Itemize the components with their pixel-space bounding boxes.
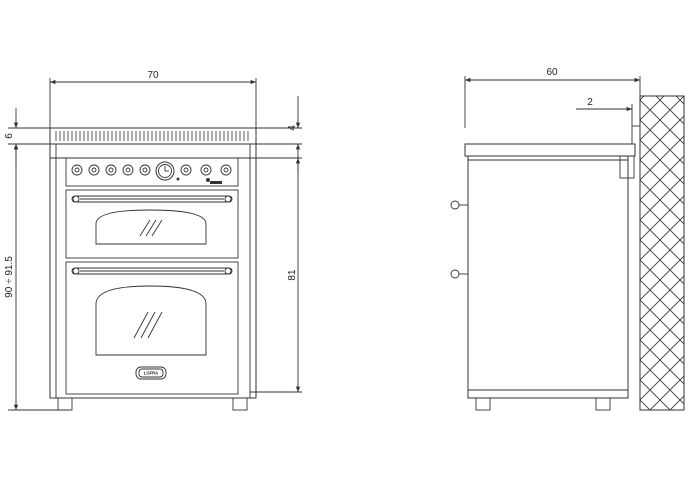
upper-oven-window — [95, 209, 207, 245]
side-body — [467, 155, 629, 399]
hob-top — [49, 127, 257, 145]
side-hob-top — [464, 143, 636, 157]
control-knobs — [71, 164, 232, 176]
side-handle-upper — [450, 200, 468, 210]
front-right-foot — [232, 397, 248, 411]
front-left-foot — [57, 397, 73, 411]
width-label: 70 — [147, 70, 159, 81]
side-handle-lower — [450, 269, 468, 279]
side-back-foot — [595, 397, 611, 411]
depth-label: 60 — [546, 67, 558, 78]
clock-icon — [155, 161, 175, 181]
hob-thickness-label: 4 — [287, 125, 298, 131]
wall — [639, 95, 685, 411]
lower-oven-door — [65, 261, 239, 395]
cooker-body — [49, 143, 257, 399]
side-view — [450, 76, 685, 411]
hob-vents — [55, 131, 249, 141]
total-height-label: 90 ÷ 91.5 — [4, 256, 15, 298]
body-height-label: 81 — [287, 269, 298, 281]
side-front-foot — [475, 397, 491, 411]
wall-gap-label: 2 — [587, 97, 593, 108]
front-view: 70 — [8, 70, 302, 411]
upper-oven-door — [65, 189, 239, 259]
logo-text: LOFRA — [144, 371, 158, 376]
lower-oven-window — [95, 285, 207, 356]
control-panel — [65, 157, 239, 187]
width-dimension — [49, 78, 257, 128]
logo-badge — [135, 366, 167, 380]
top-thickness-label: 6 — [4, 133, 15, 139]
